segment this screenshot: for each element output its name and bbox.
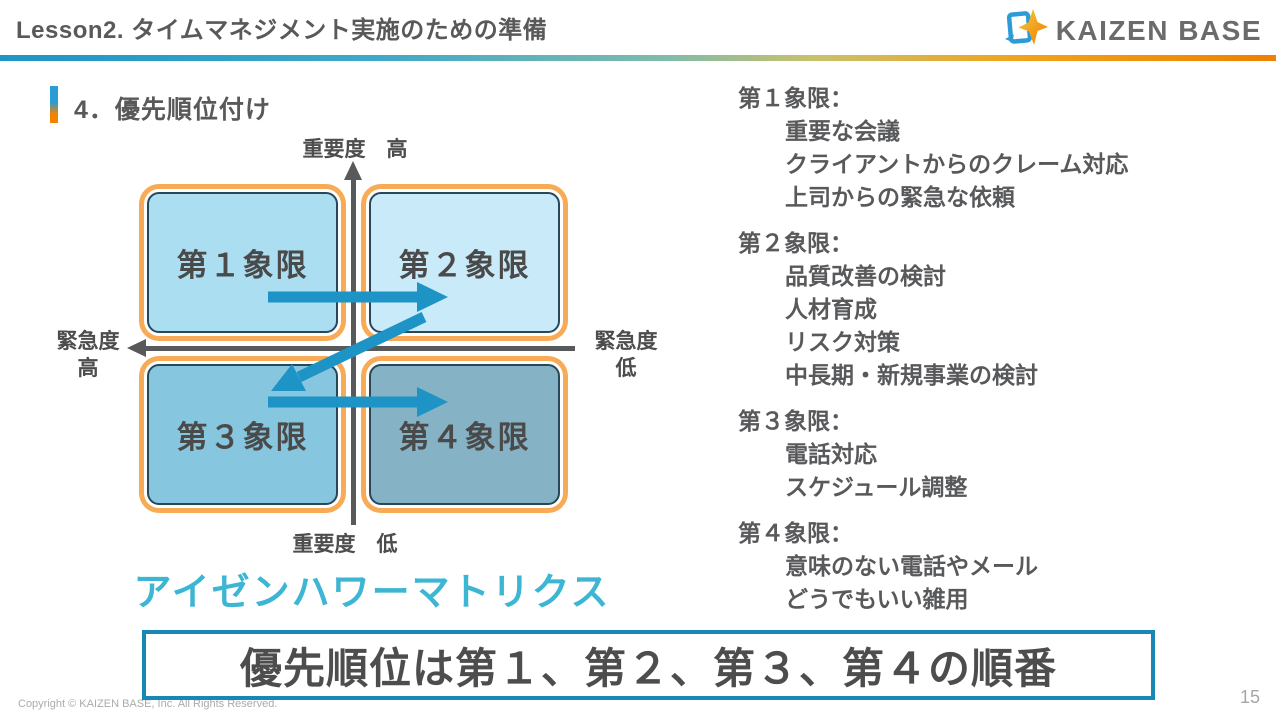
axis-label-importance-high: 重要度 高 <box>302 138 408 161</box>
kaizen-base-logo-icon <box>1003 6 1049 55</box>
quadrant-1-box: 第１象限 <box>139 184 346 341</box>
detail-item: クライアントからのクレーム対応 <box>785 151 1129 177</box>
quadrant-4-label: 第４象限 <box>398 420 531 455</box>
detail-item: どうでもいい雑用 <box>785 586 969 612</box>
importance-axis-arrowhead <box>344 161 362 180</box>
detail-item: リスク対策 <box>785 329 900 355</box>
quadrant-2-box: 第２象限 <box>361 184 568 341</box>
urgency-axis-line <box>144 346 575 351</box>
copyright-notice: Copyright © KAIZEN BASE, Inc. All Rights… <box>18 698 278 710</box>
detail-heading: 第２象限： <box>738 230 853 256</box>
axis-label-urgency-low: 緊急度 低 <box>594 330 658 380</box>
section-title: 4．優先順位付け <box>74 96 271 124</box>
detail-heading: 第１象限： <box>738 85 853 111</box>
conclusion-banner-text: 優先順位は第１、第２、第３、第４の順番 <box>239 644 1057 692</box>
kaizen-base-logo-text: KAIZEN BASE <box>1055 14 1262 46</box>
kaizen-base-logo: KAIZEN BASE <box>1003 6 1262 55</box>
detail-item: 中長期・新規事業の検討 <box>785 362 1038 388</box>
quadrant-3-label: 第３象限 <box>176 420 309 455</box>
detail-item: スケジュール調整 <box>785 474 968 500</box>
axis-label-urgency-high: 緊急度 高 <box>56 330 120 380</box>
detail-item: 電話対応 <box>785 441 877 467</box>
conclusion-banner: 優先順位は第１、第２、第３、第４の順番 <box>142 630 1155 700</box>
page-number: 15 <box>1239 687 1260 707</box>
page-title: Lesson2. タイムマネジメント実施のための準備 <box>16 17 548 44</box>
detail-item: 品質改善の検討 <box>785 263 946 289</box>
axis-label-importance-low: 重要度 低 <box>292 533 398 556</box>
urgency-axis-arrowhead <box>127 339 146 357</box>
detail-heading: 第４象限： <box>738 520 853 546</box>
section-accent-bar <box>50 86 58 123</box>
quadrant-4-box: 第４象限 <box>361 356 568 513</box>
quadrant-3-box: 第３象限 <box>139 356 346 513</box>
quadrant-details-list: 第１象限： 重要な会議 クライアントからのクレーム対応 上司からの緊急な依頼 第… <box>738 82 1268 616</box>
detail-item: 上司からの緊急な依頼 <box>785 184 1015 210</box>
quadrant-2-label: 第２象限 <box>398 248 531 283</box>
detail-item: 重要な会議 <box>785 118 900 144</box>
detail-group-1: 第１象限： 重要な会議 クライアントからのクレーム対応 上司からの緊急な依頼 <box>738 82 1268 214</box>
detail-item: 人材育成 <box>785 296 877 322</box>
detail-item: 意味のない電話やメール <box>785 553 1038 579</box>
detail-group-3: 第３象限： 電話対応 スケジュール調整 <box>738 405 1268 504</box>
detail-group-2: 第２象限： 品質改善の検討 人材育成 リスク対策 中長期・新規事業の検討 <box>738 227 1268 392</box>
header-divider <box>0 55 1276 61</box>
detail-heading: 第３象限： <box>738 408 853 434</box>
quadrant-1-label: 第１象限 <box>176 248 309 283</box>
matrix-caption: アイゼンハワーマトリクス <box>133 572 611 614</box>
detail-group-4: 第４象限： 意味のない電話やメール どうでもいい雑用 <box>738 517 1268 616</box>
